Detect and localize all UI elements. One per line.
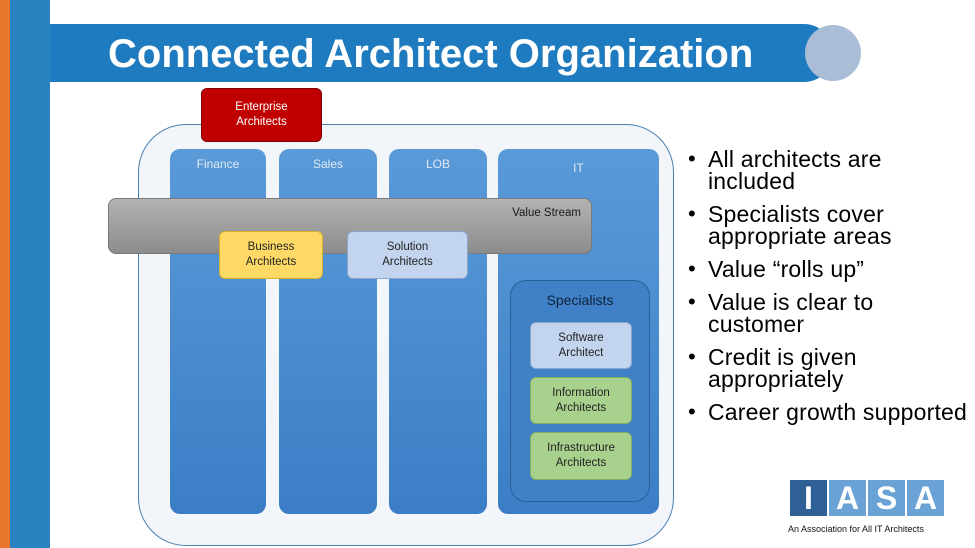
left-blue-strip (10, 0, 50, 548)
bullet-item: Career growth supported (688, 401, 975, 424)
bullet-item: Credit is given appropriately (688, 346, 975, 391)
slide-title: Connected Architect Organization (108, 32, 754, 76)
software-architect-box: Software Architect (530, 322, 632, 369)
bullet-item: Specialists cover appropriate areas (688, 203, 975, 248)
logo-tagline: An Association for All IT Architects (788, 524, 924, 534)
bullet-item: Value is clear to customer (688, 291, 975, 336)
logo-letter: I (790, 480, 827, 516)
value-stream-label: Value Stream (512, 207, 581, 219)
logo-letter: A (907, 480, 944, 516)
bullet-list: All architects are included Specialists … (688, 148, 975, 434)
left-orange-strip (0, 0, 10, 548)
column-finance-label: Finance (196, 157, 240, 171)
column-lob-label: LOB (425, 157, 450, 171)
information-architects-box: Information Architects (530, 377, 632, 424)
column-sales-label: Sales (312, 157, 344, 171)
title-bar (50, 24, 833, 82)
column-it-label: IT (573, 161, 584, 175)
title-decorative-circle (805, 25, 861, 81)
enterprise-architects-box: Enterprise Architects (201, 88, 322, 142)
logo-letter: S (868, 480, 905, 516)
solution-architects-box: Solution Architects (347, 231, 468, 279)
bullet-item: All architects are included (688, 148, 975, 193)
specialists-label: Specialists (546, 292, 614, 308)
logo-letter: A (829, 480, 866, 516)
business-architects-box: Business Architects (219, 231, 323, 279)
infrastructure-architects-box: Infrastructure Architects (530, 432, 632, 480)
bullet-item: Value “rolls up” (688, 258, 975, 281)
iasa-logo: I A S A (790, 480, 950, 516)
